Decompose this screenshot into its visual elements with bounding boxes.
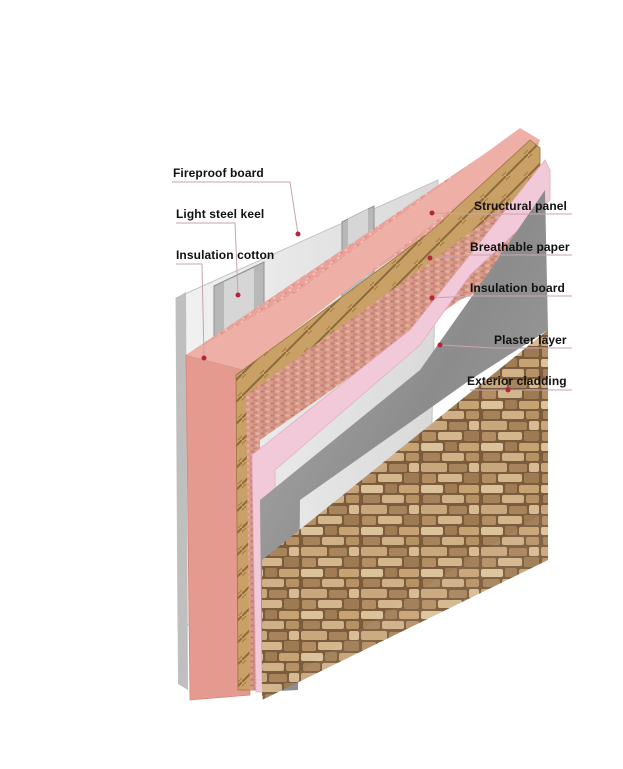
leader-light-steel-keel	[176, 222, 239, 296]
label-breathable-paper: Breathable paper	[470, 240, 570, 254]
insulation-cotton-top	[186, 128, 540, 370]
label-exterior-cladding: Exterior cladding	[467, 374, 567, 388]
fireproof-board-edge	[176, 292, 188, 690]
leader-fireproof-board	[172, 181, 299, 235]
label-light-steel-keel: Light steel keel	[176, 207, 265, 221]
leader-lines	[172, 181, 572, 391]
leader-insulation-cotton	[176, 263, 205, 359]
marker-insulation-board	[429, 295, 435, 301]
marker-structural-panel	[429, 210, 435, 216]
label-insulation-board: Insulation board	[470, 281, 565, 295]
marker-exterior-cladding	[505, 387, 511, 393]
label-fireproof-board: Fireproof board	[173, 166, 264, 180]
marker-insulation-cotton	[201, 355, 207, 361]
leader-plaster-layer	[439, 344, 572, 349]
label-plaster-layer: Plaster layer	[494, 333, 567, 347]
exterior-cladding-body	[262, 330, 548, 700]
label-structural-panel: Structural panel	[474, 199, 567, 213]
plaster-layer	[260, 190, 548, 692]
marker-dots	[201, 210, 511, 393]
marker-plaster-layer	[437, 342, 443, 348]
leader-breathable-paper	[429, 254, 572, 259]
leader-insulation-board	[431, 295, 572, 299]
leader-structural-panel	[431, 212, 572, 215]
marker-breathable-paper	[427, 255, 433, 261]
marker-light-steel-keel	[235, 292, 241, 298]
marker-fireproof-board	[295, 231, 301, 237]
label-insulation-cotton: Insulation cotton	[176, 248, 275, 262]
